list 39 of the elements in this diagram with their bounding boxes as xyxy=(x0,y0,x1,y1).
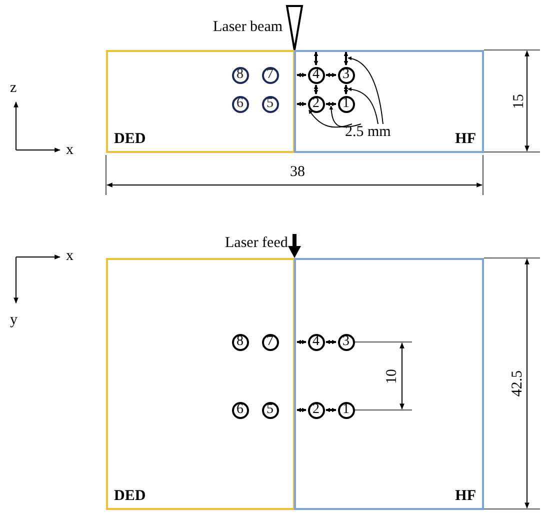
numbered-circle: 1 xyxy=(338,402,354,418)
dimension-text: 42.5 xyxy=(510,370,526,396)
axis-label: x xyxy=(66,249,74,264)
axis-label: y xyxy=(10,313,18,328)
numbered-circle: 6 xyxy=(232,402,248,418)
region-label: HF xyxy=(455,489,476,504)
numbered-circle: 3 xyxy=(338,66,354,84)
numbered-circle: 4 xyxy=(308,334,324,350)
leader-line xyxy=(348,87,378,124)
numbered-circle: 7 xyxy=(262,334,278,350)
numbered-circle: 2 xyxy=(308,402,324,418)
numbered-circle: 8 xyxy=(232,66,248,84)
dimension-text: 38 xyxy=(290,165,305,180)
numbered-circle: 3 xyxy=(338,334,354,350)
numbered-circle: 2 xyxy=(308,96,324,112)
laser-label: Laser beam xyxy=(213,20,283,35)
numbered-circle: 7 xyxy=(262,66,278,84)
region-label: DED xyxy=(114,489,146,504)
numbered-circle: 4 xyxy=(308,66,324,84)
region-label: DED xyxy=(114,132,146,147)
leader-line xyxy=(329,106,362,128)
numbered-circle: 1 xyxy=(338,96,354,112)
dimension-text: 10 xyxy=(384,368,400,384)
region-label: HF xyxy=(455,132,476,147)
numbered-circle: 5 xyxy=(262,402,278,418)
region-box xyxy=(106,258,295,510)
laser-label: Laser feed xyxy=(225,236,288,251)
region-box xyxy=(294,258,484,510)
region-box xyxy=(294,50,484,153)
leader-line xyxy=(348,56,384,124)
region-box xyxy=(106,50,295,153)
dimension-text: 2.5 mm xyxy=(345,124,401,141)
numbered-circle: 6 xyxy=(232,96,248,112)
numbered-circle: 5 xyxy=(262,96,278,112)
axis-label: z xyxy=(10,81,17,96)
numbered-circle: 8 xyxy=(232,334,248,350)
leader-line xyxy=(308,110,352,128)
axis-label: x xyxy=(66,143,74,158)
dimension-text: 15 xyxy=(512,94,526,108)
